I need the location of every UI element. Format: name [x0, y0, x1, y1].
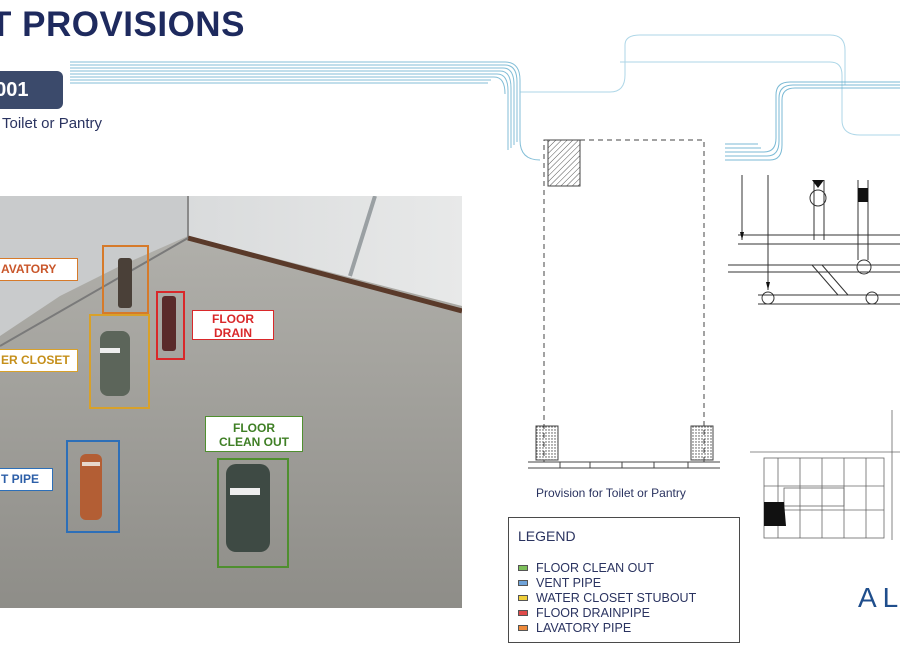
vent-pipe-label: T PIPE — [0, 468, 53, 491]
site-photo-illustration — [0, 196, 462, 608]
plan-caption: Provision for Toilet or Pantry — [536, 486, 686, 500]
legend-item-label: FLOOR DRAINPIPE — [536, 606, 650, 621]
lavatory-pipe-box — [102, 245, 149, 314]
site-photo: AVATORY FLOOR DRAIN ER CLOSET FLOOR CLEA… — [0, 196, 462, 608]
floor-clean-out-box — [217, 458, 289, 568]
decorative-wave-lines — [70, 34, 900, 161]
unit-code: 1001 — [0, 79, 29, 101]
floor-drain-box — [156, 291, 185, 360]
legend-item: FLOOR DRAINPIPE — [518, 606, 696, 621]
legend-item-label: FLOOR CLEAN OUT — [536, 560, 655, 575]
legend-item: LAVATORY PIPE — [518, 621, 696, 636]
legend-item: WATER CLOSET STUBOUT — [518, 590, 696, 605]
page-subtitle: Toilet or Pantry — [2, 115, 103, 132]
legend-title: LEGEND — [518, 528, 576, 544]
piping-isometric-drawing — [728, 175, 900, 305]
legend-item-label: WATER CLOSET STUBOUT — [536, 590, 697, 605]
legend-swatch — [518, 625, 528, 632]
legend-item-label: VENT PIPE — [536, 575, 602, 590]
legend-swatch — [518, 564, 528, 571]
floor-clean-out-label: FLOOR CLEAN OUT — [205, 416, 303, 452]
legend-item: VENT PIPE — [518, 575, 696, 590]
legend-items: FLOOR CLEAN OUT VENT PIPE WATER CLOSET S… — [518, 560, 696, 636]
vent-pipe-box — [66, 440, 120, 533]
legend-item: FLOOR CLEAN OUT — [518, 560, 696, 575]
page-title: T PROVISIONS — [0, 5, 245, 44]
lavatory-label: AVATORY — [0, 258, 78, 281]
floor-drain-label: FLOOR DRAIN — [192, 310, 274, 340]
water-closet-box — [89, 314, 150, 409]
legend-item-label: LAVATORY PIPE — [536, 621, 632, 636]
unit-badge: 1001 — [0, 71, 63, 109]
legend-swatch — [518, 610, 528, 617]
legend-swatch — [518, 579, 528, 586]
legend: LEGEND FLOOR CLEAN OUT VENT PIPE WATER C… — [508, 517, 740, 643]
key-plan-drawing — [750, 410, 900, 540]
toilet-provision-plan-drawing — [528, 139, 720, 469]
brand-logo: AL — [858, 582, 900, 613]
water-closet-label: ER CLOSET — [0, 349, 78, 372]
legend-swatch — [518, 594, 528, 601]
